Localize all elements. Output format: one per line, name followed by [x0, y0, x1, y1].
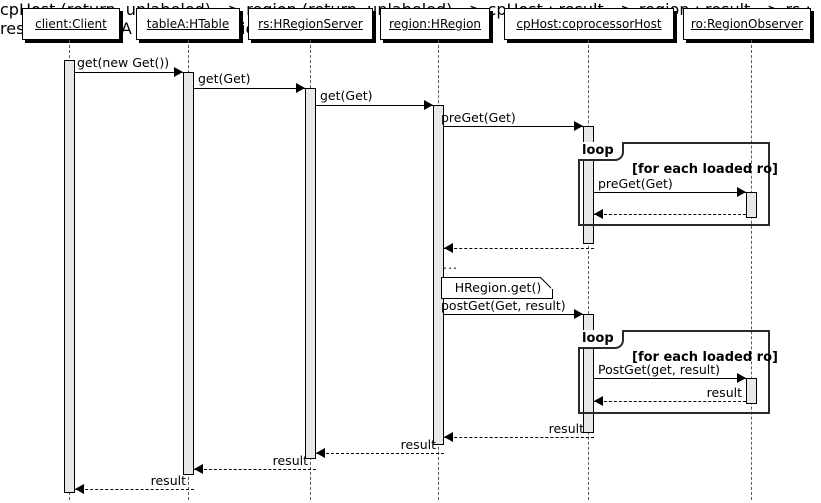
message-arrowhead-m3 — [424, 100, 433, 110]
message-label-postget-ro: PostGet(get, result) — [598, 362, 721, 377]
participant-label: region:HRegion — [388, 17, 482, 31]
message-line-m2 — [194, 88, 305, 89]
note-text: HRegion.get() — [454, 279, 542, 295]
loop-frame-1 — [578, 142, 770, 226]
participant-label: client:Client — [35, 17, 107, 31]
participant-rs[interactable]: rs:HRegionServer — [248, 8, 373, 40]
loop-frame-1-condition: [for each loaded ro] — [632, 162, 778, 177]
message-arrowhead-m5 — [737, 187, 746, 197]
message-arrowhead-m14 — [75, 484, 84, 494]
loop-frame-1-tab-label: loop — [582, 143, 614, 158]
message-line-m5 — [594, 192, 746, 193]
message-label-result-ro: result — [706, 385, 742, 400]
loop-frame-2-tab: loop — [578, 330, 624, 349]
loop-frame-2-tab-label: loop — [582, 331, 614, 346]
message-arrowhead-m13 — [194, 464, 203, 474]
participant-label: tableA:HTable — [146, 17, 230, 31]
message-label-postget-host: postGet(Get, result) — [441, 298, 566, 313]
message-line-m6 — [594, 214, 746, 215]
message-arrowhead-m11 — [444, 432, 453, 442]
message-label-result-rs: result — [272, 453, 308, 468]
message-line-m10 — [594, 401, 746, 402]
message-arrowhead-m4 — [574, 121, 583, 131]
participant-region[interactable]: region:HRegion — [380, 8, 490, 40]
participant-label: rs:HRegionServer — [258, 17, 363, 31]
message-line-m11 — [444, 437, 594, 438]
message-line-m8 — [444, 314, 583, 315]
message-line-m4 — [444, 126, 583, 127]
note-fold-line-icon — [540, 277, 553, 290]
participant-cpHost[interactable]: cpHost:coprocessorHost — [504, 8, 674, 40]
message-arrowhead-m2 — [296, 83, 305, 93]
note-hregion-get: HRegion.get() — [441, 277, 553, 299]
message-line-m9 — [594, 378, 746, 379]
message-arrowhead-m6 — [594, 209, 603, 219]
message-line-m3 — [316, 105, 433, 106]
activation-bar-ro-1 — [746, 192, 757, 218]
message-line-m12 — [316, 453, 444, 454]
message-label-result-tablea: result — [150, 473, 186, 488]
activation-bar-tableA — [183, 72, 194, 475]
participant-tableA[interactable]: tableA:HTable — [136, 8, 240, 40]
message-line-m13 — [194, 469, 316, 470]
message-arrowhead-m8 — [574, 309, 583, 319]
message-arrowhead-m9 — [737, 373, 746, 383]
participant-label: ro:RegionObserver — [690, 17, 804, 31]
loop-frame-2 — [578, 330, 770, 414]
message-label-get-new-get: get(new Get()) — [77, 55, 170, 70]
message-arrowhead-m12 — [316, 448, 325, 458]
message-label-result-region: result — [400, 437, 436, 452]
participant-client[interactable]: client:Client — [22, 8, 120, 40]
message-label-result-cphost: result — [548, 421, 584, 436]
message-arrowhead-m10 — [594, 396, 603, 406]
activation-bar-rs — [305, 88, 316, 459]
loop-frame-1-tab: loop — [578, 142, 624, 161]
ellipsis-text: ... — [443, 257, 458, 272]
message-arrowhead-m1 — [174, 67, 183, 77]
lifeline-cpHost — [588, 40, 589, 500]
participant-label: cpHost:coprocessorHost — [516, 17, 662, 31]
message-line-m7 — [444, 248, 594, 249]
message-label-get-get-1: get(Get) — [198, 71, 251, 86]
activation-bar-cpHost-2 — [583, 314, 594, 433]
lifeline-ro — [751, 40, 752, 500]
activation-bar-cpHost-1 — [583, 126, 594, 244]
message-label-preget-ro: preGet(Get) — [598, 176, 673, 191]
activation-bar-ro-2 — [746, 378, 757, 404]
message-line-m1 — [75, 72, 183, 73]
participant-ro[interactable]: ro:RegionObserver — [683, 8, 811, 40]
message-label-get-get-2: get(Get) — [320, 88, 373, 103]
message-line-m14 — [75, 489, 194, 490]
message-label-preget-host: preGet(Get) — [441, 110, 516, 125]
activation-bar-region — [433, 105, 444, 445]
loop-frame-2-condition: [for each loaded ro] — [632, 350, 778, 365]
message-arrowhead-m7 — [444, 243, 453, 253]
activation-bar-client — [64, 60, 75, 493]
